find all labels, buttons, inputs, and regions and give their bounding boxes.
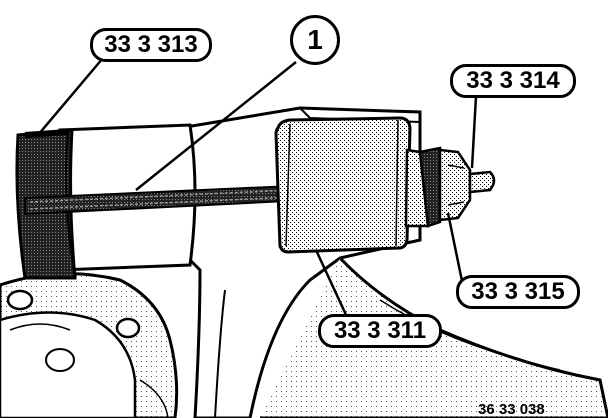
callout-33-3-315: 33 3 315 [456, 275, 580, 309]
leader-line [470, 95, 478, 169]
leader-line [446, 212, 464, 282]
sleeve-33-3-311 [274, 116, 412, 254]
thrust-bearing-and-nut [404, 146, 496, 228]
leader-line [135, 61, 297, 191]
callout-33-3-313: 33 3 313 [90, 28, 212, 62]
flange-bolt-hole [115, 317, 141, 339]
leader-line [37, 57, 104, 136]
flange-bolt-hole [6, 289, 34, 311]
wheel-hub-flange [0, 272, 179, 418]
callout-item-1: 1 [290, 15, 340, 65]
figure-number: 36 33 038 [478, 401, 545, 418]
leader-line [314, 249, 349, 318]
flange-bolt-hole [45, 348, 75, 372]
callout-33-3-311: 33 3 311 [318, 314, 442, 348]
leader-lines [37, 57, 478, 318]
callout-33-3-314: 33 3 314 [450, 64, 576, 98]
